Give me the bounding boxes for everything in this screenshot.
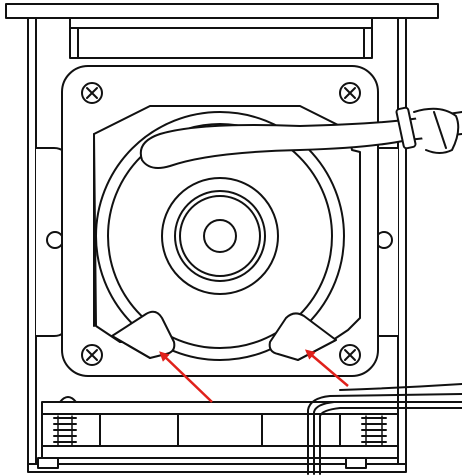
screw-bottom-left (81, 344, 103, 366)
top-cover-plate (5, 3, 439, 19)
rotor-assembly (95, 111, 345, 361)
bottom-mount-block (41, 396, 399, 459)
cable-bundle (307, 383, 462, 475)
red-arrows (159, 349, 349, 403)
tubing-stopper (395, 106, 460, 154)
pump-tubing (139, 111, 462, 169)
tube-clamp-right (268, 312, 337, 361)
spring-left (53, 415, 77, 447)
screw-top-left (81, 82, 103, 104)
top-bracket (69, 17, 373, 59)
foot-left (37, 457, 59, 469)
screw-bottom-right (339, 344, 361, 366)
spring-right (361, 415, 387, 447)
side-latch-left (35, 147, 67, 337)
screw-top-right (339, 82, 361, 104)
arrow-right (304, 349, 349, 387)
arrow-left (159, 351, 213, 403)
foot-right (345, 457, 367, 469)
